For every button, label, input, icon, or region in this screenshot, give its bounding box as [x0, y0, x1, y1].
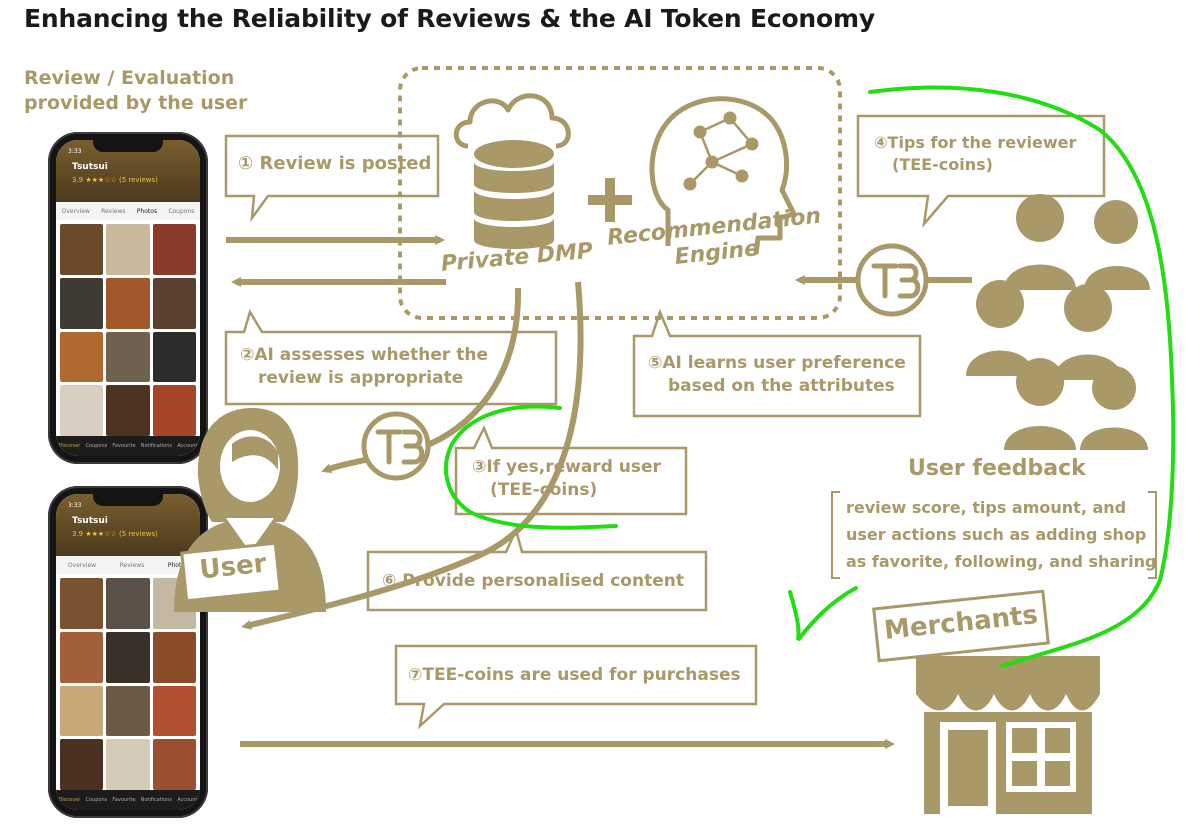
- step4-line2: (TEE-coins): [892, 155, 993, 174]
- page-title: Enhancing the Reliability of Reviews & t…: [24, 4, 875, 33]
- phone-shop-name: Tsutsui: [72, 516, 108, 526]
- step5-line1: ⑤AI learns user preference: [648, 353, 906, 373]
- feedback-bracket-right: [1148, 491, 1157, 579]
- callout-box-step4: [856, 114, 1106, 229]
- phone-nav-account[interactable]: Account: [177, 443, 198, 449]
- cloud-icon: [453, 93, 571, 149]
- step2-line2: review is appropriate: [258, 368, 464, 388]
- user-feedback-title: User feedback: [908, 456, 1086, 481]
- phone-time: 3:33: [68, 148, 82, 155]
- review-label-line1: Review / Evaluation: [24, 67, 235, 89]
- phone-screen-bottom: 3:33 Tsutsui 3.9 ★★★☆☆ (5 reviews) Overv…: [56, 494, 200, 810]
- phone-bottom-nav: Discover Coupons Favourite Notifications…: [56, 790, 200, 810]
- phone-rating: 3.9 ★★★☆☆ (5 reviews): [72, 176, 158, 184]
- phone-tab-reviews[interactable]: Reviews: [119, 561, 145, 569]
- user-feedback-line2: user actions such as adding shop: [846, 525, 1147, 544]
- phone-nav-discover[interactable]: Discover: [58, 797, 81, 803]
- phone-tab-overview[interactable]: Overview: [61, 207, 90, 215]
- plus-icon: [588, 178, 632, 222]
- review-evaluation-label: Review / Evaluation provided by the user: [24, 66, 247, 116]
- step7-text: ⑦TEE-coins are used for purchases: [408, 665, 741, 685]
- user-label-banner: [180, 541, 282, 603]
- annotation-green-check: [788, 586, 858, 642]
- tee-coin-icon: [361, 411, 431, 481]
- phone-tab-photos[interactable]: Photos: [136, 207, 158, 215]
- annotation-green-circle: [444, 404, 618, 530]
- database-icon: [474, 140, 554, 249]
- phone-rating: 3.9 ★★★☆☆ (5 reviews): [72, 530, 158, 538]
- phone-notch: [93, 492, 163, 506]
- phone-nav-coupons[interactable]: Coupons: [85, 797, 108, 803]
- step2-text: ②AI assesses whether the review is appro…: [240, 344, 488, 390]
- step1-text: ① Review is posted: [238, 153, 432, 174]
- shop-storefront-icon: [916, 656, 1100, 814]
- callout-box-step7: [394, 644, 758, 730]
- arrow-personalised-content: [241, 281, 584, 630]
- step4-text: ④Tips for the reviewer (TEE-coins): [874, 132, 1076, 176]
- callout-box-step2: [224, 308, 558, 406]
- phone-photo-grid: [60, 224, 196, 436]
- user-group-icon: [966, 194, 1150, 450]
- phone-nav-notifications[interactable]: Notifications: [140, 797, 173, 803]
- phone-shop-name: Tsutsui: [72, 162, 108, 172]
- tee-coin-icon: [855, 243, 929, 317]
- phone-tab-photos[interactable]: Photos: [167, 561, 189, 569]
- phone-nav-coupons[interactable]: Coupons: [85, 443, 108, 449]
- brain-head-icon: [649, 96, 797, 255]
- phone-tabs: Overview Reviews Photos Coupons: [56, 202, 200, 220]
- phone-notch: [93, 138, 163, 152]
- step3-line1: ③If yes,reward user: [472, 457, 661, 477]
- arrow-reward-user: [321, 287, 522, 473]
- annotation-green-loop: [868, 85, 1176, 668]
- step4-line1: ④Tips for the reviewer: [874, 133, 1077, 152]
- merchants-label-banner: [872, 589, 1050, 663]
- phone-bottom-nav: Discover Coupons Favourite Notifications…: [56, 436, 200, 456]
- user-feedback-detail: review score, tips amount, and user acti…: [846, 494, 1156, 575]
- phone-tabs: Overview Reviews Photos: [56, 556, 200, 574]
- phone-mockup-bottom: 3:33 Tsutsui 3.9 ★★★☆☆ (5 reviews) Overv…: [48, 486, 208, 818]
- callout-box-step3: [454, 424, 688, 516]
- phone-tab-coupons[interactable]: Coupons: [168, 207, 195, 215]
- step3-text: ③If yes,reward user (TEE-coins): [472, 456, 661, 502]
- phone-photo-grid: [60, 578, 196, 790]
- step2-line1: ②AI assesses whether the: [240, 345, 488, 365]
- step5-line2: based on the attributes: [668, 376, 895, 396]
- phone-time: 3:33: [68, 502, 82, 509]
- review-label-line2: provided by the user: [24, 92, 248, 114]
- phone-nav-discover[interactable]: Discover: [58, 443, 81, 449]
- step6-text: ⑥ Provide personalised content: [382, 571, 684, 591]
- phone-tab-reviews[interactable]: Reviews: [101, 207, 126, 215]
- phone-nav-notifications[interactable]: Notifications: [140, 443, 173, 449]
- step5-text: ⑤AI learns user preference based on the …: [648, 352, 906, 398]
- user-feedback-line1: review score, tips amount, and: [846, 498, 1127, 517]
- phone-nav-account[interactable]: Account: [177, 797, 198, 803]
- phone-nav-favourite[interactable]: Favourite: [112, 443, 136, 449]
- phone-mockup-top: 3:33 Tsutsui 3.9 ★★★☆☆ (5 reviews) Overv…: [48, 132, 208, 464]
- feedback-bracket-left: [831, 491, 840, 579]
- phone-tab-overview[interactable]: Overview: [67, 561, 97, 569]
- callout-box-step6: [366, 526, 708, 612]
- platform-container: [398, 66, 842, 320]
- callout-box-step1: [224, 134, 440, 223]
- callout-box-step5: [632, 308, 922, 418]
- step3-line2: (TEE-coins): [490, 480, 598, 500]
- phone-nav-favourite[interactable]: Favourite: [112, 797, 136, 803]
- user-feedback-line3: as favorite, following, and sharing: [846, 552, 1157, 571]
